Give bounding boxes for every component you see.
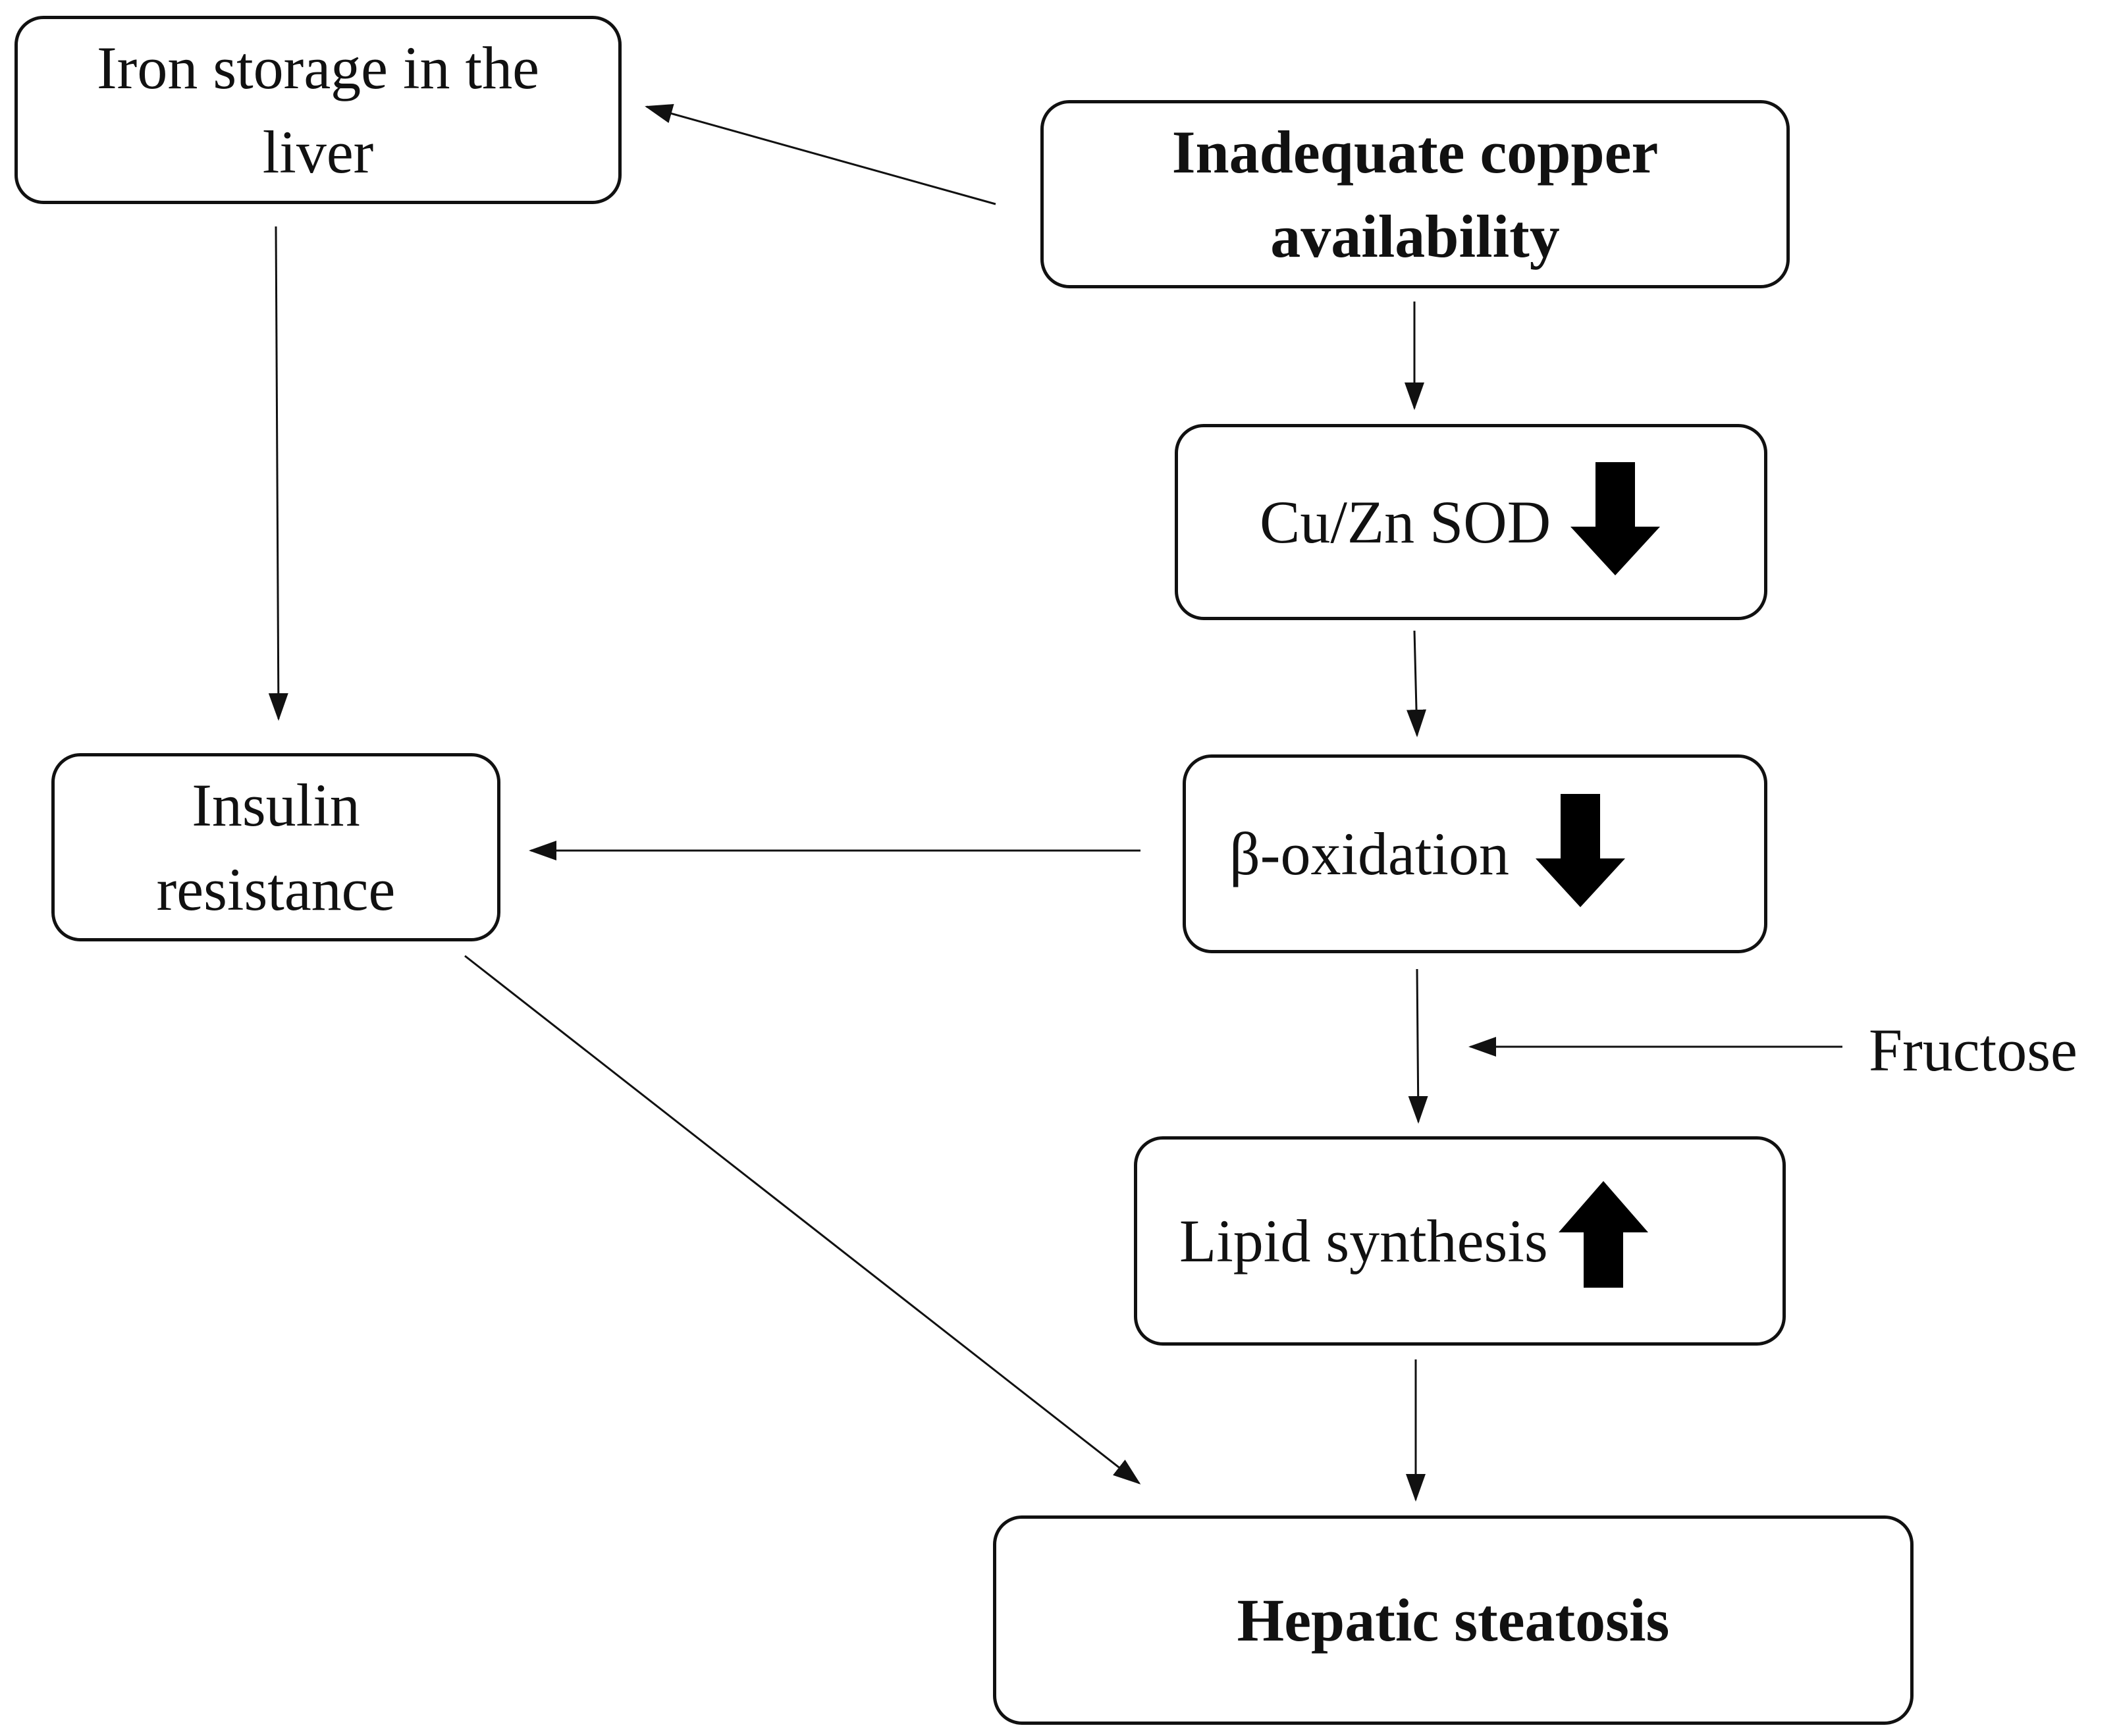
fructose-label: Fructose [1869,1016,2077,1084]
up-arrow-icon [1558,1181,1648,1288]
node-insulin-resistance: Insulin resistance [51,753,500,941]
edge-copper-to-iron-storage [645,104,996,205]
node-insulin-resistance-line-1: Insulin [192,772,360,839]
node-beta-oxidation-label: β-oxidation [1229,820,1509,887]
node-cu-zn-sod-label: Cu/Zn SOD [1260,488,1551,556]
node-iron-storage-line-1: Iron storage in the [97,34,539,101]
node-inadequate-copper-line-2: availability [1270,203,1560,270]
node-lipid-synthesis-label: Lipid synthesis [1179,1207,1548,1275]
down-arrow-icon [1535,794,1625,907]
node-hepatic-steatosis-label: Hepatic steatosis [1237,1587,1670,1654]
edge-cu-zn-sod-to-beta-oxidation [1407,630,1427,737]
node-iron-storage-in-the-liver: Iron storage in the liver [14,16,622,204]
node-cu-zn-sod: Cu/Zn SOD [1175,424,1767,620]
node-inadequate-copper-line-1: Inadequate copper [1171,118,1659,186]
node-beta-oxidation: β-oxidation [1183,754,1767,953]
edge-insulin-resistance-to-hepatic-steatosis [464,955,1141,1485]
down-arrow-icon [1570,462,1661,575]
node-lipid-synthesis: Lipid synthesis [1134,1136,1786,1346]
node-hepatic-steatosis: Hepatic steatosis [993,1515,1914,1725]
edge-beta-oxidation-to-lipid-synthesis [1408,968,1428,1124]
node-iron-storage-line-2: liver [262,118,374,186]
node-inadequate-copper-availability: Inadequate copper availability [1040,100,1790,288]
node-insulin-resistance-line-2: resistance [156,856,396,923]
edge-iron-storage-to-insulin-resistance [268,226,288,721]
